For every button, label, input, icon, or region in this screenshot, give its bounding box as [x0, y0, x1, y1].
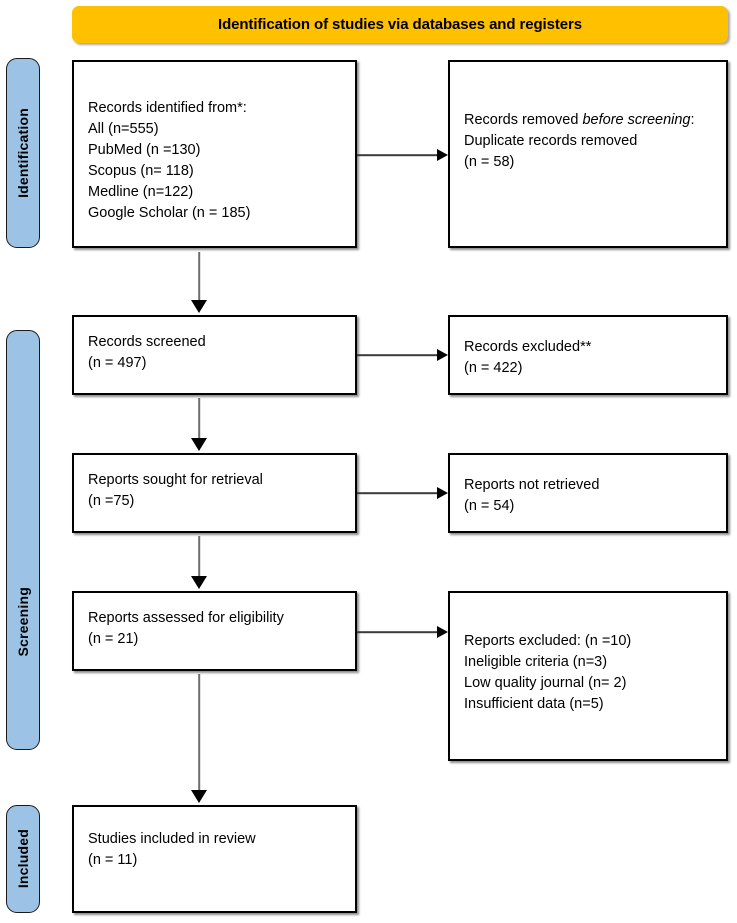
diagram-header-banner: Identification of studies via databases … [72, 6, 728, 43]
arrow-identified-to-screened [191, 252, 207, 313]
box-studies-included: Studies included in review (n = 11) [72, 805, 357, 913]
arrow-assessed-to-excluded [357, 624, 448, 640]
box-records-excluded: Records excluded** (n = 422) [448, 315, 728, 395]
stage-label-identification: Identification [6, 58, 40, 248]
stage-label-identification-text: Identification [15, 108, 31, 198]
arrow-shaft [198, 536, 200, 578]
arrow-sought-to-not-retrieved [357, 485, 448, 501]
records-removed-italic: before screening [582, 112, 691, 128]
records-removed-rest: Duplicate records removed (n = 58) [464, 133, 638, 170]
box-records-identified: Records identified from*: All (n=555) Pu… [72, 60, 357, 248]
arrow-head-icon [437, 487, 448, 499]
stage-label-screening: Screening [6, 330, 40, 750]
box-records-identified-text: Records identified from*: All (n=555) Pu… [88, 100, 251, 221]
arrow-head-icon [437, 626, 448, 638]
box-records-removed-text: Records removed before screening: Duplic… [464, 110, 718, 173]
arrow-head-icon [191, 576, 207, 589]
arrow-shaft [357, 631, 437, 633]
records-removed-prefix: Records removed [464, 112, 583, 128]
arrow-head-icon [191, 438, 207, 451]
arrow-assessed-to-included [191, 674, 207, 803]
arrow-head-icon [437, 349, 448, 361]
arrow-head-icon [437, 149, 448, 161]
arrow-shaft [357, 492, 437, 494]
arrow-sought-to-assessed [191, 536, 207, 589]
arrow-shaft [198, 398, 200, 440]
arrow-identified-to-removed [357, 147, 448, 163]
box-reports-assessed: Reports assessed for eligibility (n = 21… [72, 591, 357, 671]
arrow-shaft [198, 674, 200, 792]
arrow-head-icon [191, 790, 207, 803]
arrow-shaft [198, 252, 200, 302]
records-removed-suffix: : [690, 112, 695, 128]
box-records-excluded-text: Records excluded** (n = 422) [464, 339, 592, 376]
box-reports-assessed-text: Reports assessed for eligibility (n = 21… [88, 610, 284, 647]
stage-label-screening-text: Screening [15, 587, 31, 657]
box-records-screened: Records screened (n = 497) [72, 315, 357, 395]
box-records-screened-text: Records screened (n = 497) [88, 334, 206, 371]
box-records-removed: Records removed before screening: Duplic… [448, 60, 728, 248]
arrow-head-icon [191, 300, 207, 313]
box-reports-sought: Reports sought for retrieval (n =75) [72, 453, 357, 533]
stage-label-included: Included [6, 805, 40, 913]
arrow-shaft [357, 354, 437, 356]
arrow-screened-to-excluded [357, 347, 448, 363]
box-reports-not-retrieved-text: Reports not retrieved (n = 54) [464, 477, 600, 514]
page-title: Identification of studies via databases … [218, 16, 582, 33]
box-studies-included-text: Studies included in review (n = 11) [88, 831, 256, 868]
box-reports-excluded-text: Reports excluded: (n =10) Ineligible cri… [464, 633, 632, 712]
stage-label-included-text: Included [15, 829, 31, 889]
box-reports-not-retrieved: Reports not retrieved (n = 54) [448, 453, 728, 533]
arrow-shaft [357, 154, 437, 156]
arrow-screened-to-sought [191, 398, 207, 451]
box-reports-excluded: Reports excluded: (n =10) Ineligible cri… [448, 591, 728, 761]
box-reports-sought-text: Reports sought for retrieval (n =75) [88, 472, 263, 509]
